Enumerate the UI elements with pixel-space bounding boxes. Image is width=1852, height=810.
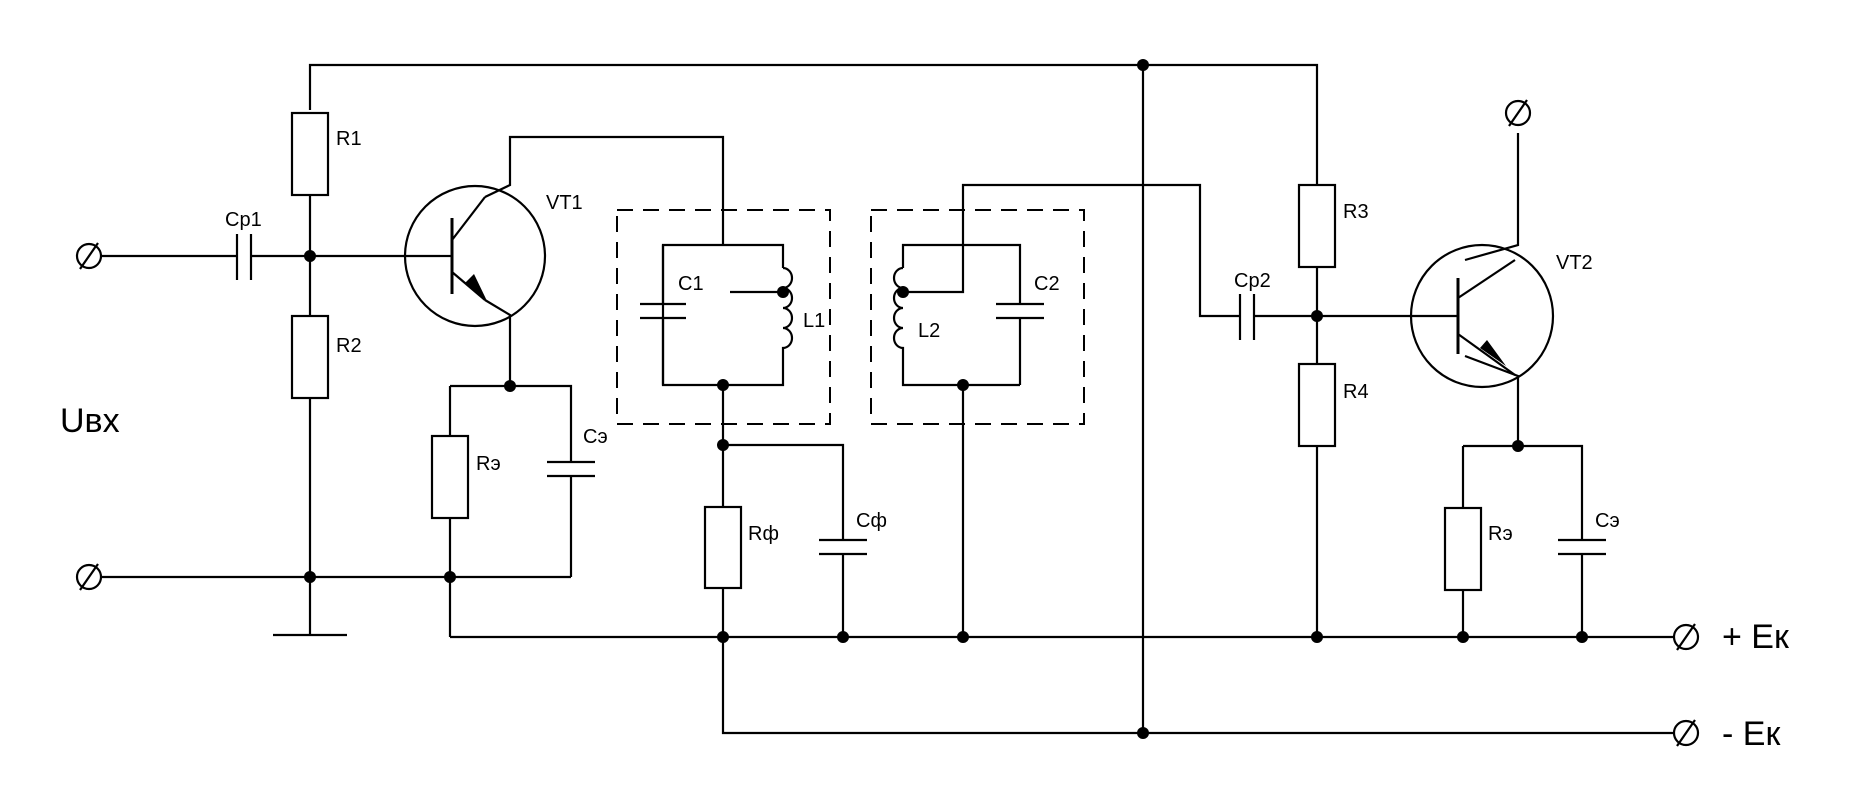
label-vt2: VT2 (1556, 252, 1593, 274)
wire-l2-tap (903, 183, 1240, 318)
wire-top-rail (308, 63, 1319, 185)
terminal-input-top (75, 242, 103, 270)
terminal-output (1504, 99, 1532, 127)
wires (101, 63, 1674, 735)
transistor-vt1 (403, 184, 547, 328)
wire-re2-ce2-top (1463, 444, 1584, 540)
label-ce2: Cэ (1595, 510, 1620, 532)
label-plus-ek: + Eк (1722, 618, 1790, 656)
wire-cf-top (723, 443, 845, 540)
wire-l1-top (723, 243, 785, 268)
junctions (304, 59, 1588, 739)
resistor-r2 (290, 314, 330, 400)
capacitor-ce1 (547, 460, 595, 478)
inductor-l2 (892, 266, 905, 355)
wire-tank2-bottom (901, 355, 1020, 387)
label-vt1: VT1 (546, 192, 583, 214)
label-r3: R3 (1343, 201, 1369, 223)
terminal-minus-ek (1672, 719, 1700, 747)
wire-vt2-collector (1464, 133, 1520, 262)
wire-tank2-top (901, 243, 1022, 304)
label-r2: R2 (336, 335, 362, 357)
label-r4: R4 (1343, 381, 1369, 403)
tank1-shield (616, 209, 831, 425)
label-ce1: Cэ (583, 426, 608, 448)
label-l1: L1 (803, 310, 825, 332)
label-minus-ek: - Eк (1722, 715, 1781, 753)
terminal-input-bottom (75, 563, 103, 591)
capacitor-c1 (640, 302, 686, 320)
wire-tank1 (661, 243, 785, 387)
wire-vt1-collector (484, 135, 725, 245)
label-cf: Cф (856, 510, 887, 532)
label-re2: Rэ (1488, 523, 1513, 545)
wire-minus-rail (721, 637, 1674, 735)
label-l2: L2 (918, 320, 940, 342)
label-c1: C1 (678, 273, 704, 295)
tank2-shield (870, 209, 1085, 425)
capacitor-ce2 (1558, 538, 1606, 556)
resistor-r1 (290, 111, 330, 197)
label-input-voltage: Uвх (60, 402, 120, 440)
capacitor-cf (819, 538, 867, 556)
resistor-rf (703, 505, 743, 590)
resistor-r4 (1297, 362, 1337, 448)
terminal-plus-ek (1672, 623, 1700, 651)
resistor-re1 (430, 434, 470, 520)
wire-re1-ce1-top (450, 384, 573, 462)
capacitor-c2 (996, 302, 1044, 320)
label-c2: C2 (1034, 273, 1060, 295)
capacitor-cp2 (1238, 294, 1256, 340)
label-rf: Rф (748, 523, 779, 545)
label-cp2: Cp2 (1234, 270, 1271, 292)
transistor-vt2 (1409, 243, 1555, 389)
wire-vt2-emitter (1464, 354, 1520, 446)
capacitor-cp1 (235, 234, 253, 280)
resistor-r3 (1297, 183, 1337, 269)
wire-vt1-emitter (484, 299, 512, 386)
inductor-l1 (781, 266, 794, 350)
resistor-re2 (1443, 506, 1483, 592)
label-re1: Rэ (476, 453, 501, 475)
label-cp1: Cp1 (225, 209, 262, 231)
label-r1: R1 (336, 128, 362, 150)
